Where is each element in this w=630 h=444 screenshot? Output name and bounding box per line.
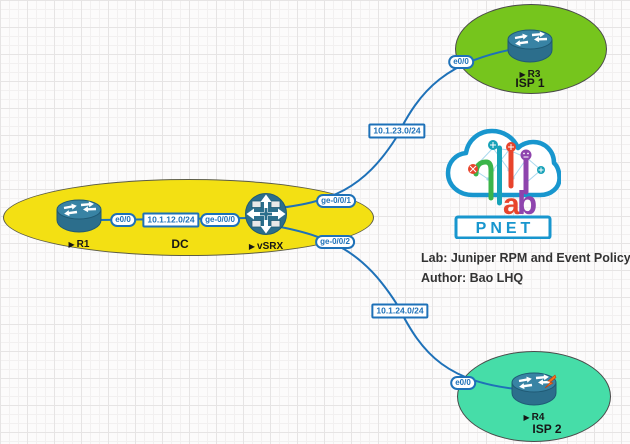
pnet-wordmark-box	[454, 215, 552, 240]
play-icon: ▶	[248, 242, 256, 251]
node-r4-label: ▶R4	[523, 412, 545, 423]
author-text: Author: Bao LHQ	[421, 271, 524, 285]
interface-label-vsrx-ge-0-0-2: ge-0/0/2	[315, 235, 355, 249]
interface-label-r1-e0-0: e0/0	[110, 213, 136, 227]
interface-label-vsrx-ge-0-0-0: ge-0/0/0	[200, 213, 240, 227]
node-r3[interactable]: ▶R3	[503, 26, 557, 80]
node-dots	[468, 140, 545, 174]
interface-label-r3-e0-0: e0/0	[448, 55, 474, 69]
interface-label-vsrx-ge-0-0-1: ge-0/0/1	[316, 194, 356, 208]
node-r4[interactable]: ▶R4	[507, 369, 561, 423]
network-label-10-1-23-0: 10.1.23.0/24	[368, 123, 426, 139]
dc-group-label: DC	[171, 237, 189, 251]
pnetlab-logo[interactable]: a b PNET	[443, 124, 562, 244]
play-icon: ▶	[68, 240, 75, 249]
lab-title-text: Lab: Juniper RPM and Event Policy	[421, 251, 630, 265]
node-r1[interactable]: ▶R1	[52, 196, 106, 250]
node-vsrx-label: ▶vSRX	[248, 241, 284, 252]
node-vsrx[interactable]: ▶vSRX	[243, 192, 289, 252]
router-icon	[504, 29, 556, 68]
interface-label-r4-e0-0: e0/0	[450, 376, 476, 390]
lightning-icon	[544, 374, 557, 389]
play-icon: ▶	[523, 413, 530, 422]
firewall-icon	[244, 193, 288, 240]
node-r3-label: ▶R3	[519, 69, 541, 80]
pnet-wordmark: PNET	[476, 220, 535, 237]
isp2-group-label: ISP 2	[532, 422, 562, 436]
network-label-10-1-24-0: 10.1.24.0/24	[371, 303, 429, 319]
play-icon: ▶	[519, 70, 526, 79]
router-icon	[53, 199, 105, 238]
router-icon	[508, 372, 560, 411]
network-label-10-1-12-0: 10.1.12.0/24	[142, 212, 200, 228]
isp1-group-label: ISP 1	[515, 76, 545, 90]
logo-letter-a: a	[503, 188, 520, 221]
logo-letter-b: b	[517, 184, 537, 221]
node-r1-label: ▶R1	[68, 239, 90, 250]
lab-annotation[interactable]: Lab: Juniper RPM and Event Policy Author…	[421, 248, 630, 288]
